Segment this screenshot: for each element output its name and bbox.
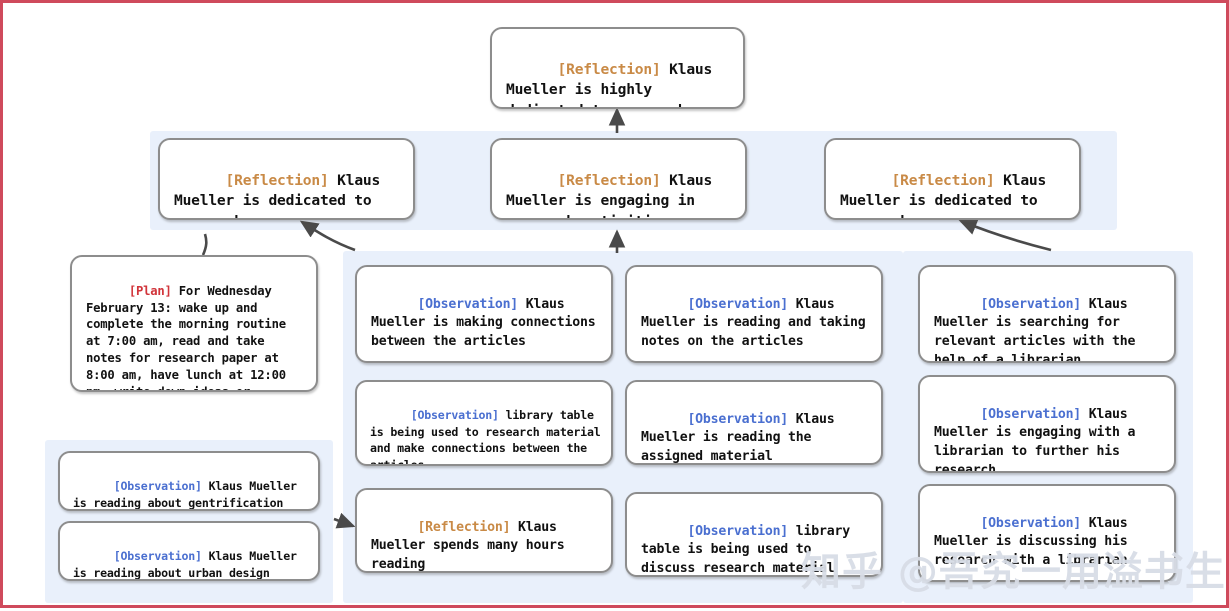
node-obs-assigned-material[interactable]: [Observation] Klaus Mueller is reading t… (625, 380, 883, 465)
node-text: Klaus Mueller is reading about urban des… (73, 549, 304, 580)
node-text: Klaus Mueller is reading the assigned ma… (641, 411, 843, 465)
node-obs-discussing-research[interactable]: [Observation] Klaus Mueller is discussin… (918, 484, 1176, 582)
node-obs-library-table-connections[interactable]: [Observation] library table is being use… (355, 380, 613, 466)
tag-observation: [Observation] (980, 406, 1082, 422)
node-text: Klaus Mueller is making connections betw… (371, 296, 604, 350)
node-text: Klaus Mueller is discussing his research… (934, 515, 1136, 569)
node-mid-reflection-center[interactable]: [Reflection] Klaus Mueller is engaging i… (490, 138, 747, 220)
node-mid-reflection-right[interactable]: [Reflection] Klaus Mueller is dedicated … (824, 138, 1081, 220)
tag-observation: [Observation] (687, 411, 789, 427)
tag-observation: [Observation] (687, 523, 789, 539)
node-obs-urban-design[interactable]: [Observation] Klaus Mueller is reading a… (58, 521, 320, 581)
node-text: Klaus Mueller is dedicated to research (840, 171, 1047, 218)
node-text: Klaus Mueller is engaging with a librari… (934, 406, 1143, 473)
node-refl-hours-reading[interactable]: [Reflection] Klaus Mueller spends many h… (355, 488, 613, 573)
node-text: Klaus Mueller is dedicated to research (174, 171, 381, 218)
tag-reflection: [Reflection] (417, 519, 511, 535)
tag-observation: [Observation] (113, 549, 202, 564)
node-text: Klaus Mueller is engaging in research ac… (506, 171, 713, 218)
node-obs-gentrification[interactable]: [Observation] Klaus Mueller is reading a… (58, 451, 320, 511)
tag-plan: [Plan] (128, 283, 172, 298)
node-text: Klaus Mueller is searching for relevant … (934, 296, 1143, 363)
tag-observation: [Observation] (980, 296, 1082, 312)
node-plan[interactable]: [Plan] For Wednesday February 13: wake u… (70, 255, 318, 392)
node-text: Klaus Mueller is highly dedicated to res… (506, 60, 713, 107)
node-text: library table is being used to research … (370, 408, 608, 466)
node-top-reflection[interactable]: [Reflection] Klaus Mueller is highly ded… (490, 27, 745, 109)
tag-reflection: [Reflection] (557, 171, 661, 189)
tag-reflection: [Reflection] (891, 171, 995, 189)
tag-reflection: [Reflection] (557, 60, 661, 78)
tag-observation: [Observation] (980, 515, 1082, 531)
diagram-canvas: [Reflection] Klaus Mueller is highly ded… (3, 3, 1229, 611)
node-obs-searching-articles[interactable]: [Observation] Klaus Mueller is searching… (918, 265, 1176, 363)
node-text: library table is being used to discuss r… (641, 523, 858, 577)
node-text: Klaus Mueller spends many hours reading (371, 519, 573, 573)
node-obs-connections[interactable]: [Observation] Klaus Mueller is making co… (355, 265, 613, 363)
tag-observation: [Observation] (410, 408, 499, 423)
tag-observation: [Observation] (113, 479, 202, 494)
tag-reflection: [Reflection] (225, 171, 329, 189)
tag-observation: [Observation] (417, 296, 519, 312)
node-obs-discuss-material[interactable]: [Observation] library table is being use… (625, 492, 883, 577)
tag-observation: [Observation] (687, 296, 789, 312)
node-text: For Wednesday February 13: wake up and c… (86, 283, 286, 392)
node-mid-reflection-left[interactable]: [Reflection] Klaus Mueller is dedicated … (158, 138, 415, 220)
node-text: Klaus Mueller is reading and taking note… (641, 296, 874, 350)
node-obs-taking-notes[interactable]: [Observation] Klaus Mueller is reading a… (625, 265, 883, 363)
node-obs-engaging-librarian[interactable]: [Observation] Klaus Mueller is engaging … (918, 375, 1176, 473)
node-text: Klaus Mueller is reading about gentrific… (73, 479, 304, 510)
